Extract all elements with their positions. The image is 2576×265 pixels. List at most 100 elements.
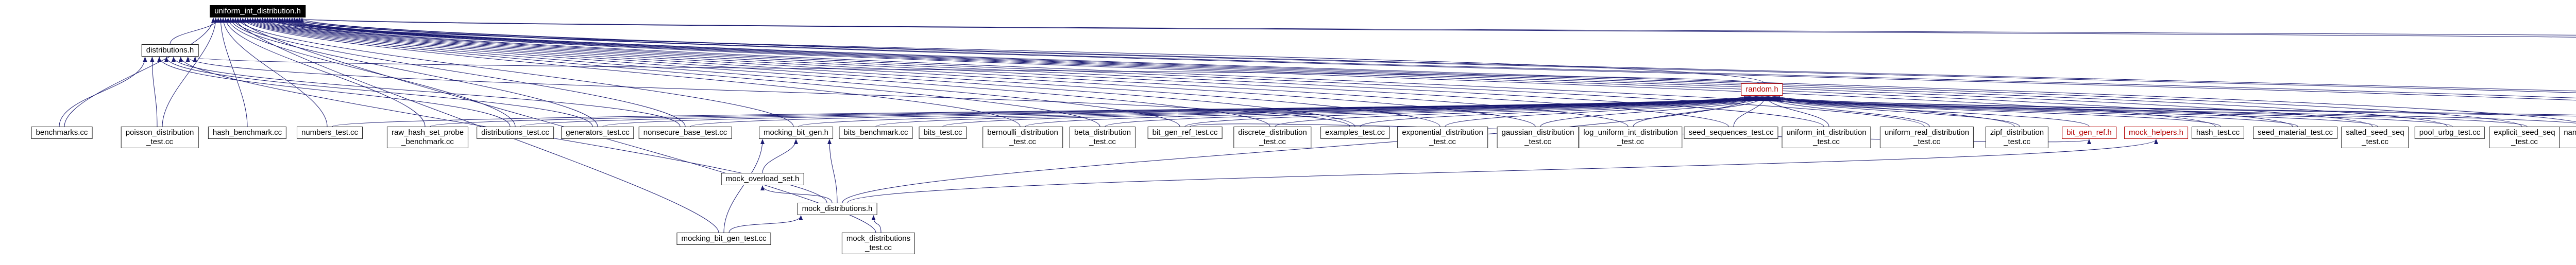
include-edge	[762, 139, 798, 173]
graph-node-n18[interactable]: gaussian_distribution _test.cc	[1497, 127, 1579, 148]
graph-node-n12[interactable]: bernoulli_distribution _test.cc	[982, 127, 1063, 148]
include-edge	[1769, 96, 2221, 127]
graph-node-n28[interactable]: salted_seed_seq _test.cc	[2341, 127, 2409, 148]
graph-node-n3[interactable]: hash_benchmark.cc	[208, 127, 287, 139]
include-edge	[1774, 96, 2528, 127]
graph-node-mdist[interactable]: mock_distributions.h	[797, 203, 877, 215]
graph-node-mos[interactable]: mock_overload_set.h	[721, 173, 804, 185]
include-edge	[1445, 96, 1764, 127]
include-edge	[798, 96, 1753, 127]
graph-node-n8[interactable]: nonsecure_base_test.cc	[638, 127, 732, 139]
graph-node-n9[interactable]: mocking_bit_gen.h	[759, 127, 833, 139]
include-edge	[842, 96, 1754, 203]
graph-node-n10[interactable]: bits_benchmark.cc	[839, 127, 913, 139]
graph-node-n20[interactable]: seed_sequences_test.cc	[1684, 127, 1778, 139]
include-edge	[268, 17, 1925, 127]
graph-node-n5[interactable]: raw_hash_set_probe _benchmark.cc	[386, 127, 469, 148]
include-edge	[1777, 96, 2576, 115]
graph-node-n22[interactable]: uniform_real_distribution _test.cc	[1879, 127, 1974, 148]
include-edge	[1771, 96, 2378, 127]
include-edge	[260, 17, 1729, 127]
include-edge	[280, 17, 2448, 127]
graph-node-n15[interactable]: discrete_distribution _test.cc	[1233, 127, 1312, 148]
include-edge	[157, 57, 511, 127]
include-edge	[1770, 96, 2298, 127]
include-edge	[942, 96, 1756, 127]
graph-node-n21[interactable]: uniform_int_distribution _test.cc	[1782, 127, 1871, 148]
include-edge	[218, 17, 248, 127]
include-edge	[1633, 96, 1766, 127]
include-edge	[64, 17, 215, 127]
graph-node-n31[interactable]: nanobenchmark _test.cc	[2559, 127, 2576, 148]
include-edge	[290, 17, 2576, 101]
include-edge	[297, 17, 2576, 93]
include-edge	[728, 215, 803, 233]
graph-node-n7[interactable]: generators_test.cc	[561, 127, 634, 139]
graph-node-n14[interactable]: bit_gen_ref_test.cc	[1147, 127, 1223, 139]
graph-node-n1[interactable]: benchmarks.cc	[31, 127, 93, 139]
include-edge	[221, 17, 328, 127]
include-edge	[223, 17, 426, 127]
include-edge	[690, 96, 1752, 127]
graph-node-n29[interactable]: pool_urbg_test.cc	[2414, 127, 2485, 139]
include-edge	[283, 17, 2522, 127]
include-edge	[1733, 96, 1767, 127]
graph-node-n13[interactable]: beta_distribution _test.cc	[1069, 127, 1136, 148]
include-edge	[164, 57, 593, 127]
include-edge	[723, 139, 765, 233]
graph-node-dist_l[interactable]: distributions.h	[141, 44, 199, 57]
include-edge	[293, 17, 2576, 98]
include-edge	[1776, 96, 2576, 117]
graph-node-mdtest[interactable]: mock_distributions _test.cc	[841, 233, 916, 254]
graph-node-mbgtest[interactable]: mocking_bit_gen_test.cc	[676, 233, 771, 245]
include-edge	[1766, 96, 2020, 127]
include-edge	[285, 17, 2576, 122]
graph-node-n16[interactable]: examples_test.cc	[1320, 127, 1389, 139]
include-edge	[1184, 96, 1760, 127]
include-edge	[172, 57, 681, 127]
graph-node-random[interactable]: random.h	[1741, 83, 1783, 96]
include-edge	[1540, 96, 1765, 127]
include-edge	[1275, 96, 1761, 127]
graph-node-n6[interactable]: distributions_test.cc	[477, 127, 554, 139]
include-edge	[1025, 96, 1757, 127]
include-edge	[193, 57, 1760, 84]
include-edge	[170, 17, 221, 45]
include-edge	[258, 17, 1629, 127]
graph-node-n2[interactable]: poisson_distribution _test.cc	[121, 127, 199, 148]
include-edge	[760, 185, 833, 203]
graph-node-n11[interactable]: bits_test.cc	[919, 127, 967, 139]
include-edge	[1360, 96, 1762, 127]
include-edge	[1105, 96, 1759, 127]
graph-node-n25[interactable]: mock_helpers.h	[2124, 127, 2188, 139]
include-edge	[1772, 96, 2453, 127]
include-edge	[231, 17, 686, 127]
include-edge	[235, 17, 794, 127]
include-edge	[265, 17, 1824, 127]
graph-node-n30[interactable]: explicit_seed_seq _test.cc	[2489, 127, 2560, 148]
graph-node-root[interactable]: uniform_int_distribution.h	[210, 5, 306, 17]
graph-node-n4[interactable]: numbers_test.cc	[296, 127, 363, 139]
include-edge	[185, 57, 1350, 127]
graph-node-n27[interactable]: seed_material_test.cc	[2253, 127, 2337, 139]
include-edge	[246, 17, 1180, 127]
graph-node-n24[interactable]: bit_gen_ref.h	[2062, 127, 2116, 139]
include-edge	[150, 57, 158, 127]
include-edge	[332, 96, 1747, 127]
include-edge	[827, 139, 838, 203]
include-edge	[241, 17, 1021, 127]
graph-node-n26[interactable]: hash_test.cc	[2191, 127, 2245, 139]
graph-node-n17[interactable]: exponential_distribution _test.cc	[1397, 127, 1488, 148]
include-edge	[296, 17, 2576, 36]
graph-node-n19[interactable]: log_uniform_int_distribution _test.cc	[1579, 127, 1683, 148]
include-edge	[602, 96, 1750, 127]
include-edge	[289, 17, 2576, 38]
include-edge	[300, 17, 2576, 92]
include-edge	[228, 17, 598, 127]
include-edge	[1775, 96, 2576, 123]
include-edge	[871, 215, 882, 233]
include-edge	[847, 139, 2158, 203]
graph-node-n23[interactable]: zipf_distribution _test.cc	[1985, 127, 2049, 148]
